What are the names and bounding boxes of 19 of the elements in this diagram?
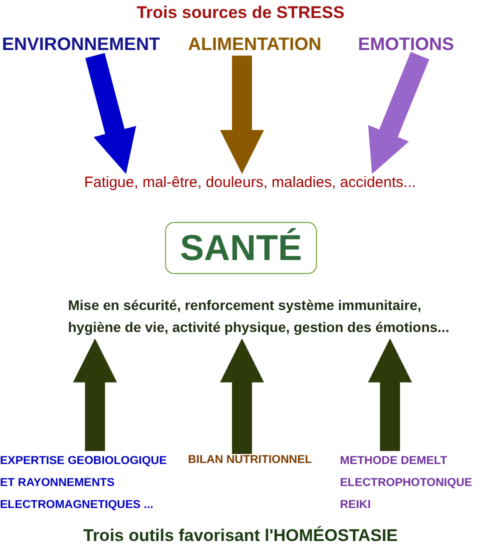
source-label: ALIMENTATION (188, 34, 340, 56)
block-arrow (73, 338, 117, 451)
tool-label: EXPERTISE GEOBIOLOGIQUE ET RAYONNEMENTS ELECTROMAGNETIQUES ... (0, 451, 182, 517)
block-arrow (368, 52, 430, 174)
actions-text: Mise en sécurité, renforcement système immunitaire, hygiène de vie, activité physique, gestion des émotions... (68, 295, 468, 338)
text-line: METHODE DEMELT (340, 454, 448, 469)
block-arrow (220, 56, 264, 174)
health-box: SANTÉ (165, 222, 317, 274)
source-label: ENVIRONNEMENT (2, 34, 182, 56)
tool-label: BILAN NUTRITIONNEL (188, 454, 328, 468)
text-line: ELECTROPHOTONIQUE (340, 476, 474, 491)
block-arrow (368, 338, 412, 451)
block-arrow (220, 338, 264, 454)
caption: Trois outils favorisant l'HOMÉOSTASIE (82, 526, 399, 546)
effects-text: Fatigue, mal-être, douleurs, maladies, accidents... (40, 174, 460, 192)
block-arrow (85, 53, 136, 174)
source-label: EMOTIONS (358, 34, 470, 56)
title: Trois sources de STRESS (136, 3, 346, 23)
text-line: REIKI (340, 498, 372, 513)
